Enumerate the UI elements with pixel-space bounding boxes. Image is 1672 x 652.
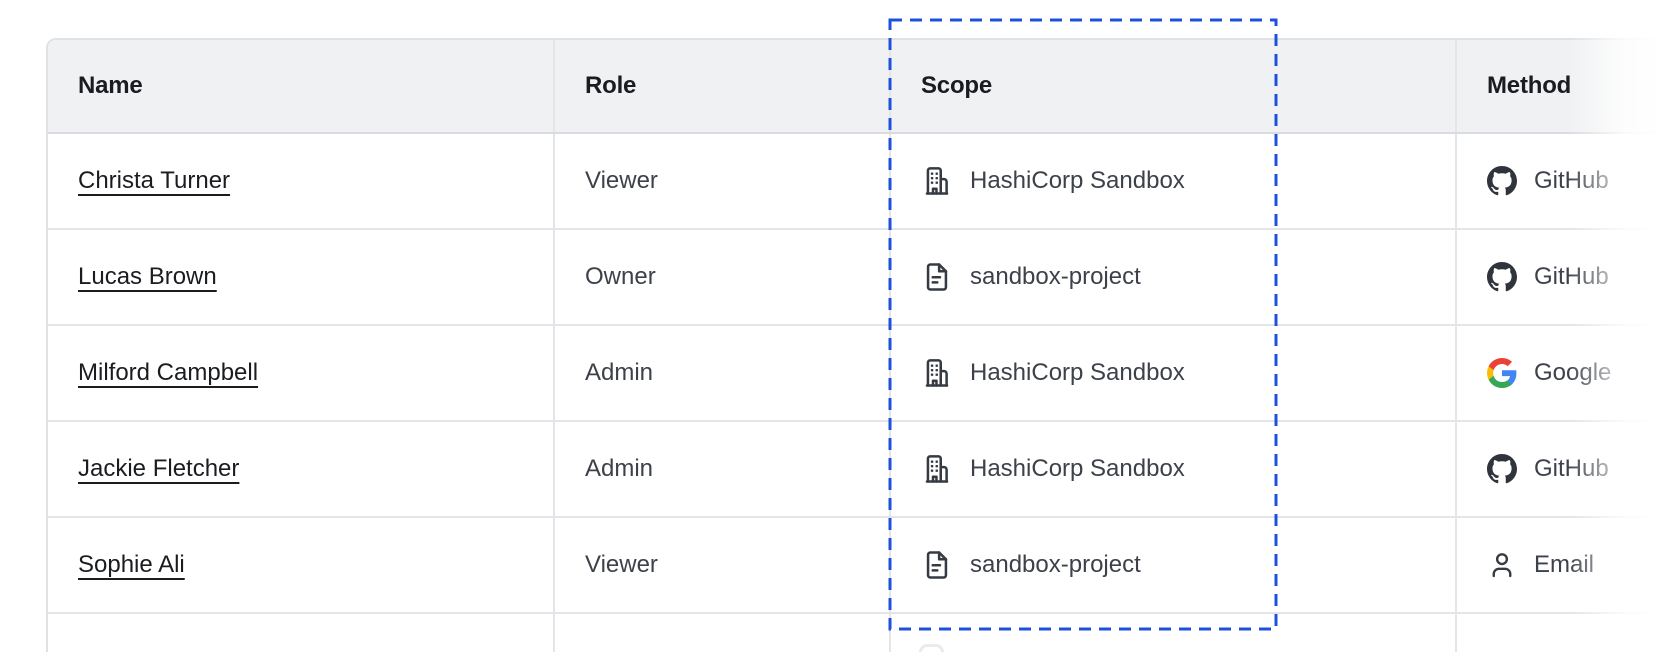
github-icon xyxy=(1487,166,1517,196)
project-icon xyxy=(921,549,953,581)
empty-cell xyxy=(48,614,553,652)
role-cell: Admin xyxy=(553,326,889,420)
method-cell: Google xyxy=(1455,326,1672,420)
role-label: Viewer xyxy=(585,551,658,578)
scope-cell: HashiCorp Sandbox xyxy=(889,422,1455,516)
member-name-link[interactable]: Sophie Ali xyxy=(78,551,185,578)
method-cell-label: Google xyxy=(1534,359,1612,386)
empty-cell xyxy=(553,614,889,652)
table-row: Christa Turner Viewer HashiCorp Sandbox Git… xyxy=(48,134,1672,230)
role-cell: Viewer xyxy=(553,518,889,612)
scope-cell: sandbox-project xyxy=(889,230,1455,324)
scope-cell-label: HashiCorp Sandbox xyxy=(970,167,1185,194)
column-header-scope: Scope xyxy=(889,40,1455,132)
method-cell: GitHub xyxy=(1455,422,1672,516)
role-label: Admin xyxy=(585,455,654,482)
member-name-link[interactable]: Lucas Brown xyxy=(78,263,217,290)
role-cell: Admin xyxy=(553,422,889,516)
scope-cell: HashiCorp Sandbox xyxy=(889,134,1455,228)
name-cell: Milford Campbell xyxy=(48,326,553,420)
method-cell: GitHub xyxy=(1455,230,1672,324)
github-icon xyxy=(1487,262,1517,292)
method-cell-label: GitHub xyxy=(1534,455,1609,482)
org-icon xyxy=(921,357,953,389)
column-header-method: Method xyxy=(1455,40,1672,132)
email-icon xyxy=(1487,550,1517,580)
table-row: Lucas Brown Owner sandbox-project GitHub xyxy=(48,230,1672,326)
org-icon xyxy=(921,453,953,485)
scope-cell-label: HashiCorp Sandbox xyxy=(970,359,1185,386)
empty-cell xyxy=(889,614,1455,652)
table-row-partial xyxy=(48,614,1672,652)
name-cell: Christa Turner xyxy=(48,134,553,228)
scope-cell-label: sandbox-project xyxy=(970,551,1141,578)
column-header-role: Role xyxy=(553,40,889,132)
table-header: Name Role Scope Method xyxy=(48,40,1672,134)
org-icon xyxy=(921,165,953,197)
scope-cell-label: HashiCorp Sandbox xyxy=(970,455,1185,482)
name-cell: Lucas Brown xyxy=(48,230,553,324)
role-cell: Owner xyxy=(553,230,889,324)
next-row-icon-peek xyxy=(919,644,944,652)
table-row: Jackie Fletcher Admin HashiCorp Sandbox Git… xyxy=(48,422,1672,518)
role-cell: Viewer xyxy=(553,134,889,228)
role-label: Viewer xyxy=(585,167,658,194)
method-cell: Email xyxy=(1455,518,1672,612)
google-icon xyxy=(1487,358,1517,388)
member-name-link[interactable]: Milford Campbell xyxy=(78,359,259,386)
empty-cell xyxy=(1455,614,1672,652)
name-cell: Sophie Ali xyxy=(48,518,553,612)
method-cell: GitHub xyxy=(1455,134,1672,228)
scope-cell-label: sandbox-project xyxy=(970,263,1141,290)
header-row: Name Role Scope Method xyxy=(48,40,1672,134)
table-row: Milford Campbell Admin HashiCorp Sandbox Go… xyxy=(48,326,1672,422)
project-icon xyxy=(921,261,953,293)
github-icon xyxy=(1487,454,1517,484)
column-header-name: Name xyxy=(78,72,143,99)
table-row: Sophie Ali Viewer sandbox-project Email xyxy=(48,518,1672,614)
scope-cell: sandbox-project xyxy=(889,518,1455,612)
method-cell-label: Email xyxy=(1534,551,1595,578)
role-label: Admin xyxy=(585,359,654,386)
name-cell: Jackie Fletcher xyxy=(48,422,553,516)
scope-cell: HashiCorp Sandbox xyxy=(889,326,1455,420)
method-cell-label: GitHub xyxy=(1534,167,1609,194)
member-name-link[interactable]: Jackie Fletcher xyxy=(78,455,240,482)
method-cell-label: GitHub xyxy=(1534,263,1609,290)
role-label: Owner xyxy=(585,263,656,290)
member-name-link[interactable]: Christa Turner xyxy=(78,167,231,194)
